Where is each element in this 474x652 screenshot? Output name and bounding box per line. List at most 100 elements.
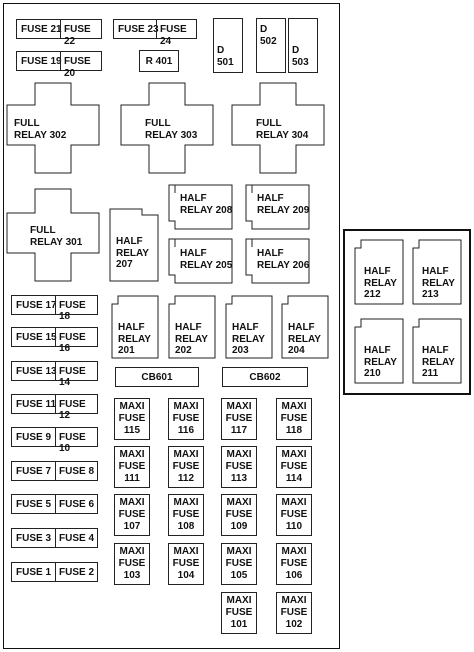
- half-relay-207-line2: RELAY: [116, 247, 149, 259]
- fuse-23-label: FUSE 23: [118, 24, 159, 35]
- maxi-line: FUSE: [118, 461, 146, 472]
- maxi-line: 109: [230, 521, 248, 532]
- maxi-line: MAXI: [226, 449, 252, 460]
- half-relay-207: [109, 208, 159, 282]
- maxi-line: 114: [285, 473, 303, 484]
- half-relay-207-line3: 207: [116, 259, 133, 270]
- diode-d502: D 502: [256, 18, 286, 73]
- maxi-line: FUSE: [118, 558, 146, 569]
- maxi-line: MAXI: [119, 401, 145, 412]
- half-relay-205-line2: RELAY 205: [180, 259, 233, 271]
- half-relay-line: HALF: [364, 345, 391, 356]
- fuse-21-label: FUSE 21: [21, 24, 62, 35]
- half-relay-202: [168, 295, 216, 359]
- full-relay-302: [6, 82, 100, 174]
- maxi-line: MAXI: [281, 595, 307, 606]
- maxi-line: FUSE: [225, 558, 253, 569]
- fuse-divider: [60, 20, 61, 38]
- half-relay-line: RELAY: [118, 333, 151, 345]
- maxi-line: 101: [230, 619, 248, 630]
- maxi-line: 117: [230, 425, 248, 436]
- full-relay-303-line1: FULL: [145, 118, 171, 129]
- maxi-line: FUSE: [118, 413, 146, 424]
- full-relay-304: [231, 82, 325, 174]
- fuse-20-label: FUSE 20: [64, 56, 91, 79]
- fuse-label: FUSE 16: [59, 332, 86, 354]
- fuse-pair-21-22: FUSE 21 FUSE 22: [16, 19, 102, 47]
- half-relay-206-line2: RELAY 206: [257, 259, 310, 271]
- fuse-divider: [55, 395, 56, 413]
- half-relay-line: RELAY: [232, 333, 265, 345]
- maxi-line: 107: [123, 521, 141, 532]
- half-relay-line: 201: [118, 345, 135, 356]
- fuse-label: FUSE 6: [59, 499, 95, 510]
- fuse-pair-19-20: FUSE 19 FUSE 20: [16, 51, 102, 79]
- maxi-line: FUSE: [118, 509, 146, 520]
- fuse-label: FUSE 7: [16, 466, 52, 477]
- fuse-divider: [55, 328, 56, 346]
- half-relay-208-line2: RELAY 208: [180, 204, 233, 216]
- maxi-line: MAXI: [119, 497, 145, 508]
- maxi-line: 115: [123, 425, 141, 436]
- side-panel-outline: [343, 229, 471, 395]
- maxi-line: 112: [177, 473, 195, 484]
- fuse-divider: [55, 462, 56, 480]
- half-relay-line: RELAY: [175, 333, 208, 345]
- half-relay-line: RELAY: [422, 277, 455, 289]
- half-relay-213: [412, 239, 462, 305]
- maxi-line: MAXI: [173, 546, 199, 557]
- fuse-label: FUSE 11: [16, 399, 57, 410]
- cb601-label: CB601: [141, 371, 173, 383]
- half-relay-line: HALF: [288, 322, 315, 333]
- maxi-line: FUSE: [225, 413, 253, 424]
- half-relay-line: HALF: [118, 322, 145, 333]
- full-relay-302-line2: RELAY 302: [14, 129, 67, 141]
- fuse-22-label: FUSE 22: [64, 24, 91, 47]
- half-relay-207-label: HALF RELAY 207: [116, 236, 149, 271]
- full-relay-304-line1: FULL: [256, 118, 282, 129]
- maxi-line: 111: [124, 473, 140, 484]
- maxi-line: MAXI: [226, 401, 252, 412]
- maxi-line: MAXI: [119, 449, 145, 460]
- cb602-label: CB602: [249, 371, 281, 383]
- maxi-line: 102: [285, 619, 303, 630]
- resistor-r401: R 401: [139, 50, 179, 72]
- fuse-label: FUSE 12: [59, 399, 86, 421]
- half-relay-201: [111, 295, 159, 359]
- maxi-line: MAXI: [173, 497, 199, 508]
- maxi-line: FUSE: [172, 509, 200, 520]
- maxi-line: FUSE: [172, 558, 200, 569]
- half-relay-208-label: HALF RELAY 208: [180, 193, 232, 216]
- maxi-line: 104: [177, 570, 195, 581]
- half-relay-205-label: HALF RELAY 205: [180, 248, 232, 271]
- fuse-label: FUSE 5: [16, 499, 52, 510]
- full-relay-301-label: FULL RELAY 301: [30, 225, 82, 248]
- maxi-line: FUSE: [172, 413, 200, 424]
- d502-label: D 502: [260, 24, 277, 47]
- full-relay-304-label: FULL RELAY 304: [256, 118, 308, 141]
